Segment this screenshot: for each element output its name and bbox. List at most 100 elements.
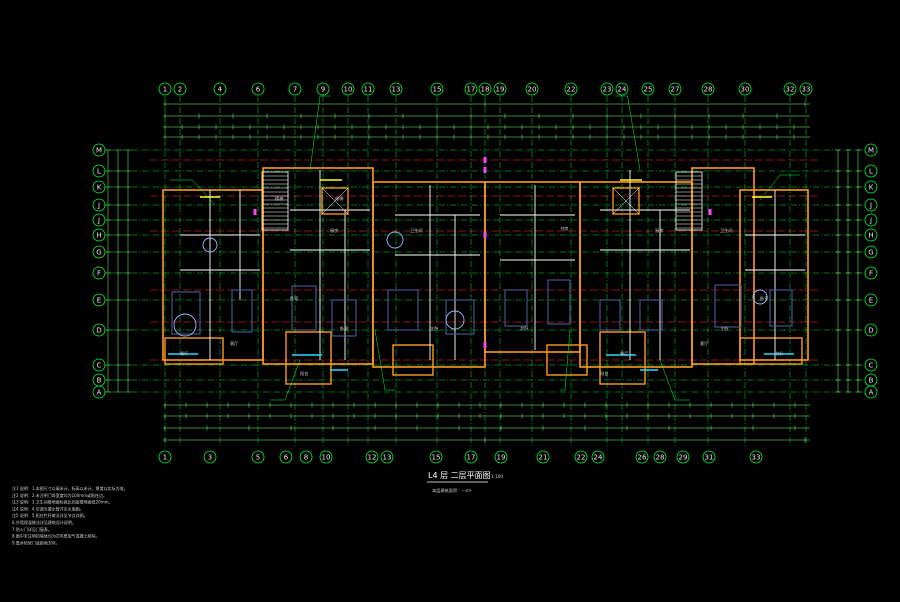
axis-bubble-bottom-circle [702,450,716,464]
balcony-outline [739,337,803,365]
axis-bubble-bottom-label: 24 [594,453,603,461]
design-note: 7.防火门详见门窗表。 [12,526,52,532]
axis-bubble-top-circle [251,82,265,96]
axis-bubble-bottom-circle [676,450,690,464]
axis-bubble-top-label: 30 [741,85,750,93]
axis-bubble-right-label: G [868,248,873,256]
axis-bubble-top-circle [783,82,797,96]
axis-bubble-bottom-label: 26 [638,453,647,461]
axis-bubble-top-circle [615,82,629,96]
room-label: 阳台 [600,370,608,377]
axis-bubble-right-label: H [868,231,873,239]
unit-outer-wall [691,167,755,365]
drawing-title-text: L4 层 二层平面图 [428,471,491,480]
axis-bubble-top-circle [430,82,444,96]
axis-bubble-bottom-circle [251,450,265,464]
axis-bubble-right-label: B [869,376,874,384]
axis-bubble-left-circle [92,293,106,307]
axis-bubble-bottom-label: 28 [656,453,665,461]
axis-bubble-left-circle [92,198,106,212]
magenta-mark [483,232,487,238]
axis-bubble-bottom-label: 33 [752,453,761,461]
dimension-lines [105,101,861,443]
elevator-cross [321,187,349,215]
furniture-block [171,291,201,335]
axis-bubble-left-label: F [97,269,101,277]
callout-leader [270,359,301,401]
axis-bubble-bottom-circle [635,450,649,464]
axis-bubble-bottom-circle [319,450,333,464]
room-label: 阳台 [300,370,308,377]
axis-bubble-top-circle [493,82,507,96]
axis-bubble-top-label: 32 [786,85,795,93]
axis-bubble-top-circle [173,82,187,96]
axis-bubble-right-circle [864,385,878,399]
axis-bubble-top-circle [600,82,614,96]
magenta-mark [483,157,487,163]
furniture-block [291,285,317,331]
axis-bubble-right-circle [864,143,878,157]
axis-bubble-bottom-label: 6 [284,453,289,461]
callout-leader [615,95,641,171]
axis-bubble-bottom-circle [365,450,379,464]
axis-bubble-right-circle [864,293,878,307]
furniture-block [599,299,621,331]
room-label: 餐厅 [180,350,188,357]
axis-bubble-bottom-circle [536,450,550,464]
axis-bubble-right-label: D [868,326,873,334]
balcony-outline [599,331,646,385]
furniture-block [769,289,793,327]
axis-bubble-right-circle [864,213,878,227]
furniture-block [504,289,528,327]
design-note: 注5 说明：5.阳台栏杆做法详见节点详图。 [12,512,88,518]
axis-bubble-right-label: A [869,388,874,396]
axis-bubble-right-circle [864,228,878,242]
axis-bubble-right-circle [864,358,878,372]
axis-bubble-bottom-label: 29 [679,453,688,461]
axis-bubble-top-label: 18 [481,85,490,93]
axis-bubble-top-circle [389,82,403,96]
room-label: 厨房 [330,227,338,234]
axis-bubble-left-circle [92,245,106,259]
room-label: 卫生间 [720,227,733,234]
axis-bubble-left-label: E [97,296,101,304]
balcony-outline [285,331,332,385]
drawing-title: L4 层 二层平面图 1:100 本层建筑面积：---m² [427,471,503,494]
room-label: 主卧 [720,325,728,332]
callout-leader [759,174,800,201]
axis-bubble-left-label: L [97,167,101,175]
axis-bubble-top-circle [341,82,355,96]
magenta-mark [483,167,487,173]
furniture-block [547,279,571,325]
axis-bubble-top-label: 19 [496,85,505,93]
drawing-title-scale: 1:100 [491,474,503,479]
axis-bubble-top-label: 9 [321,85,325,93]
axis-bubble-right-label: F [869,269,873,277]
axis-bubble-left-label: G [96,248,101,256]
axis-bubble-right-label: E [869,296,873,304]
axis-bubble-top-label: 4 [218,85,223,93]
axis-bubble-top-circle [361,82,375,96]
room-label: 书房 [560,225,568,232]
axis-bubble-left-label: J [97,216,100,224]
design-note: 6.外墙保温做法详见建筑设计说明。 [12,519,76,525]
room-label: 卫生间 [410,227,423,234]
axis-bubble-left-circle [92,358,106,372]
room-label: 卧室 [340,325,348,332]
fixture-circle [752,289,768,305]
axis-bubble-top-label: 23 [603,85,612,93]
axis-bubble-top-label: 10 [344,85,353,93]
axis-bubble-top-circle [316,82,330,96]
fixture-circle [202,237,218,253]
callout-leader [374,329,395,391]
axis-bubble-bottom-label: 10 [322,453,331,461]
room-label: 厨房 [655,227,663,234]
drawing-subtitle: 本层建筑面积：---m² [432,487,472,494]
axis-bubble-top-label: 15 [433,85,442,93]
callout-leader [659,359,690,401]
axis-bubble-top-circle [799,82,813,96]
axis-bubble-right-label: J [869,216,872,224]
axis-bubble-bottom-label: 1 [163,453,167,461]
